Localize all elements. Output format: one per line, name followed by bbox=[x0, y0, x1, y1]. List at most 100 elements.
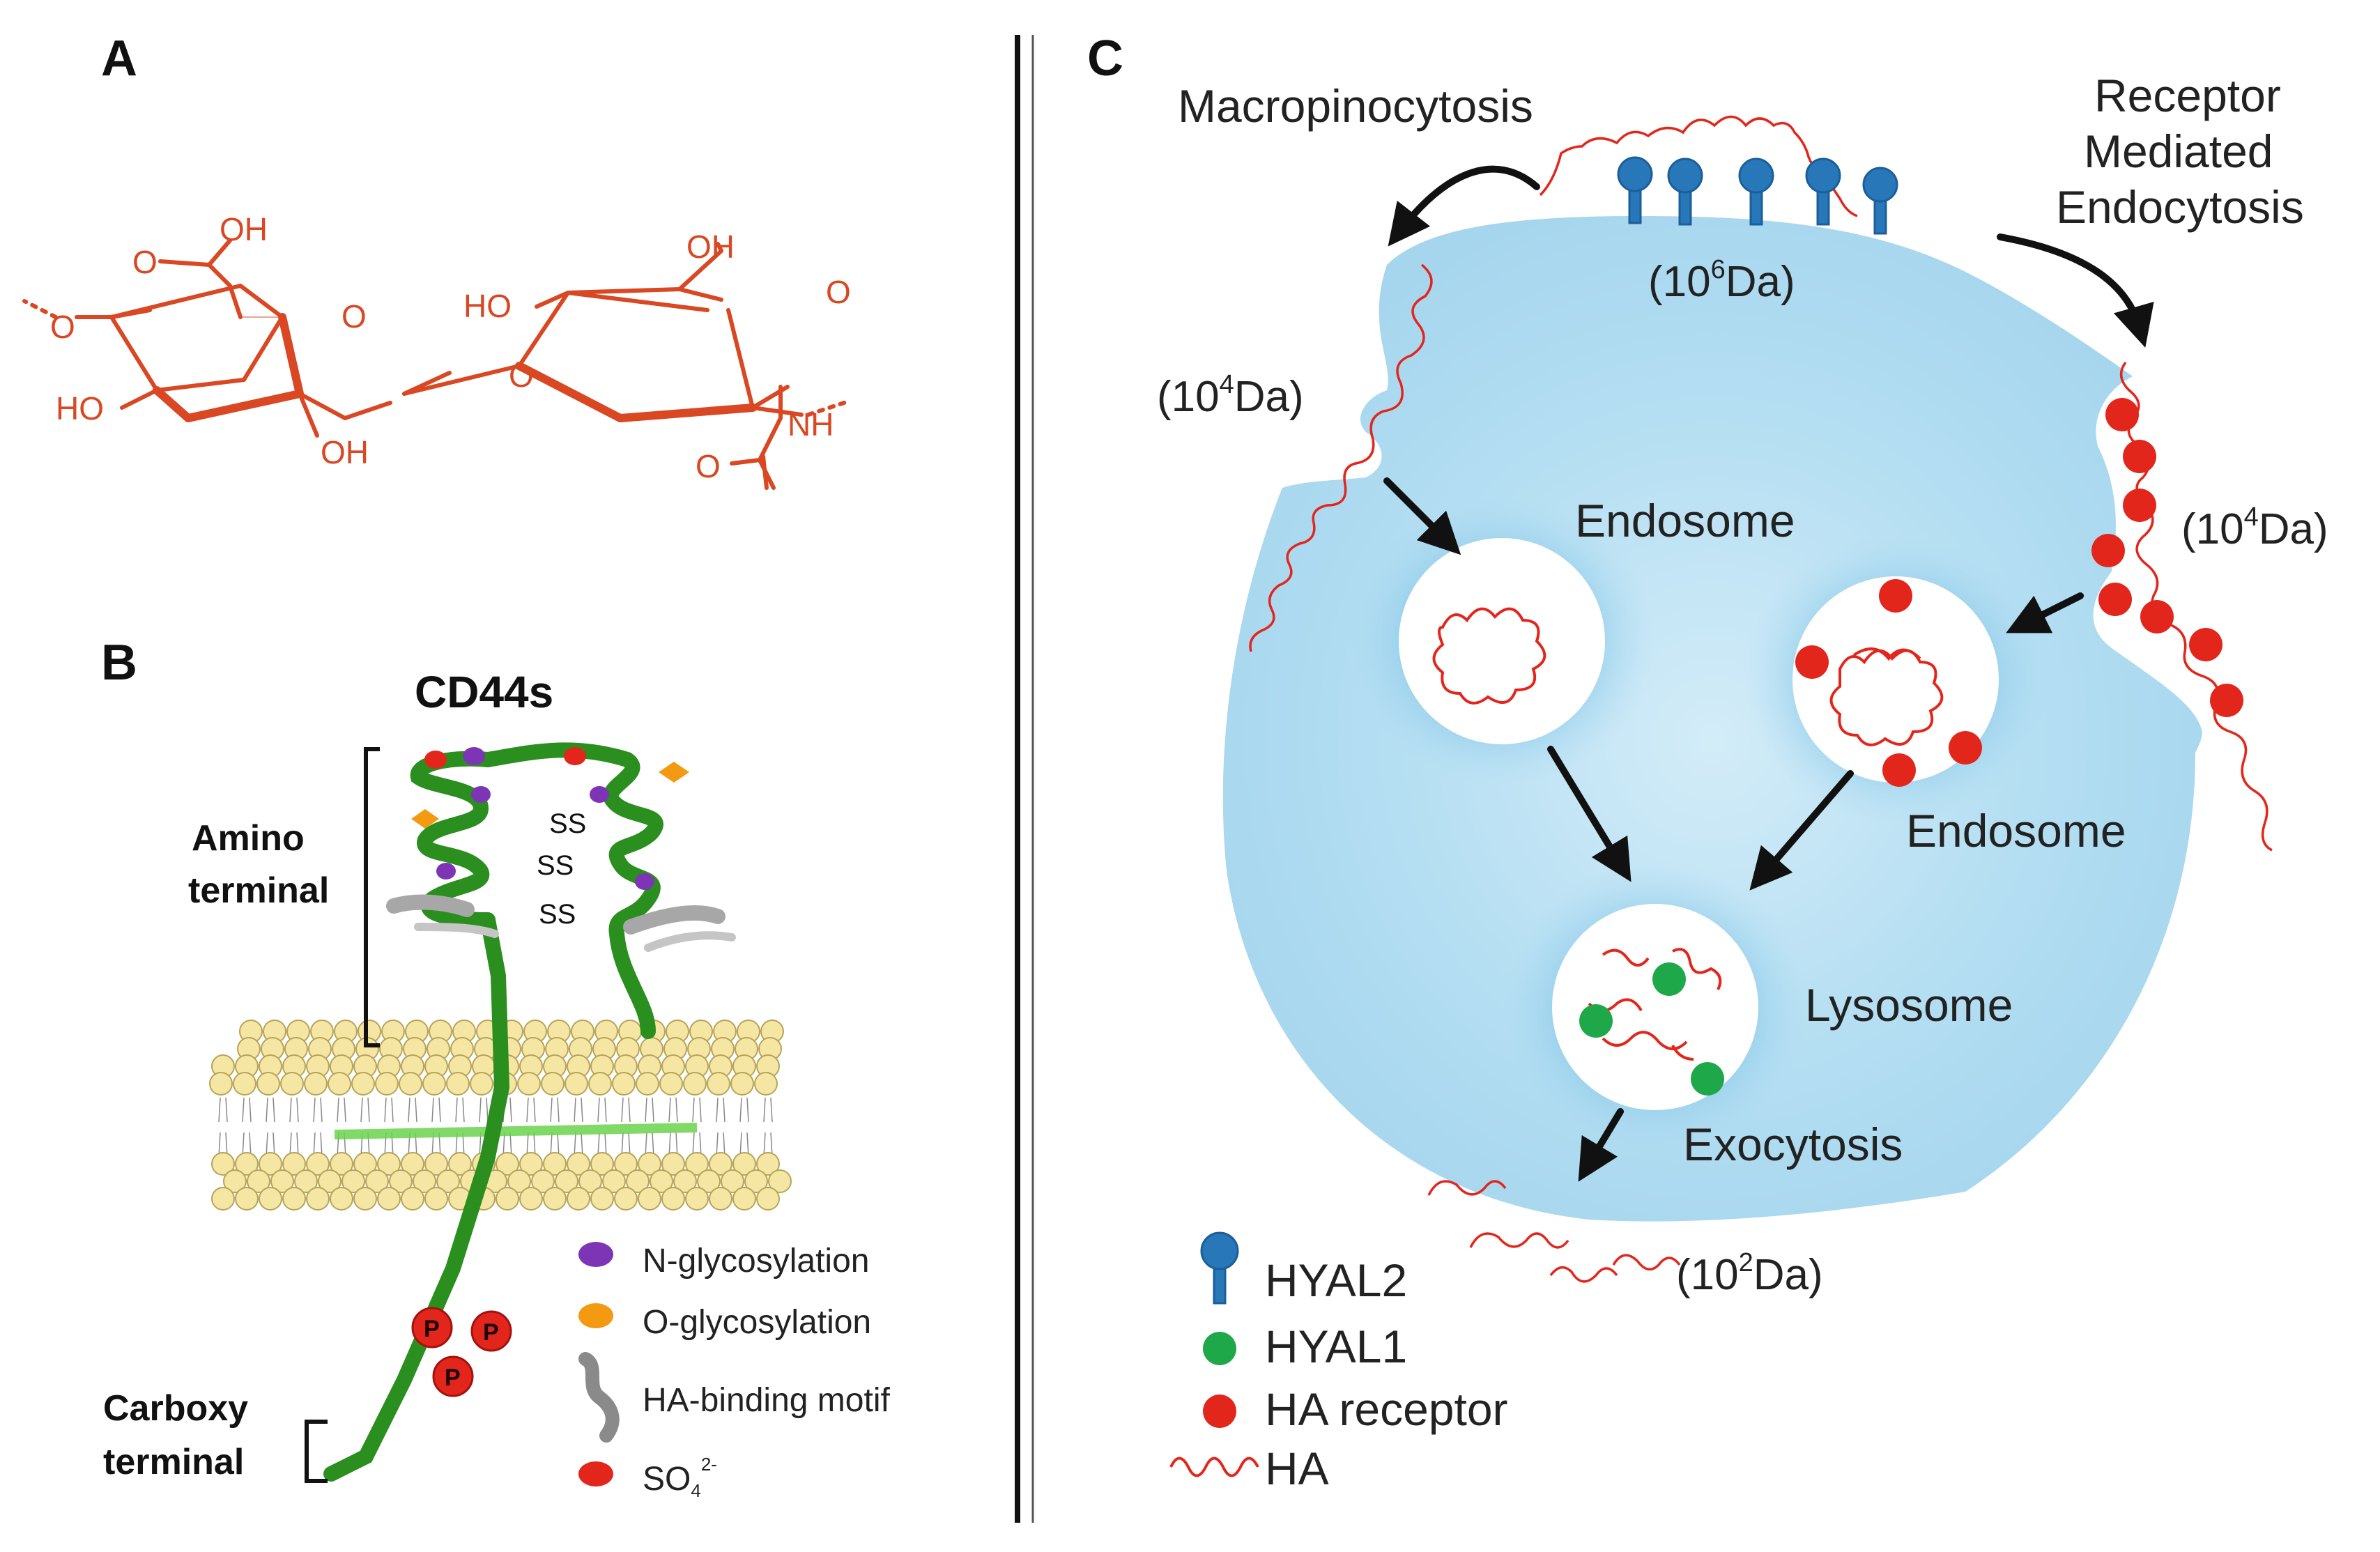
lipid-head bbox=[685, 1187, 709, 1211]
lipid-head bbox=[756, 1152, 780, 1176]
lipid-tail bbox=[526, 1097, 536, 1123]
lipid-head bbox=[211, 1152, 235, 1176]
arrow-macropinocytosis bbox=[1388, 165, 1540, 247]
size-left-pre: (10 bbox=[1157, 373, 1220, 421]
lipid-head bbox=[730, 1072, 754, 1096]
lipid-head bbox=[756, 1187, 780, 1211]
lipid-head bbox=[259, 1152, 282, 1176]
legend-hyal1: HYAL1 bbox=[1265, 1321, 1407, 1372]
lipid-tail bbox=[360, 1097, 370, 1123]
size-right-post: Da) bbox=[2259, 505, 2328, 553]
size-left-post: Da) bbox=[1234, 373, 1304, 421]
lipid-tail bbox=[218, 1097, 228, 1123]
arrow-left-to-lysosome bbox=[1547, 746, 1632, 882]
carboxy-bracket bbox=[305, 1420, 328, 1483]
legend-o-glycosylation: O-glycosylation bbox=[643, 1304, 871, 1341]
pathway-arrows bbox=[1383, 165, 2154, 1182]
lipid-head bbox=[424, 1187, 448, 1211]
legend-n-glycosylation: N-glycosylation bbox=[643, 1243, 869, 1280]
lipid-head bbox=[543, 1187, 567, 1211]
phospho-label: P bbox=[424, 1316, 440, 1342]
pin-icon bbox=[1200, 1231, 1239, 1305]
lipid-tail bbox=[692, 1097, 702, 1123]
lipid-head bbox=[519, 1187, 543, 1211]
endocytosis-word: Endocytosis bbox=[2056, 181, 2304, 233]
terminal-word: terminal bbox=[188, 870, 329, 911]
phosphorylation-sites: P P P bbox=[411, 1307, 512, 1397]
lipid-tail bbox=[597, 1097, 607, 1123]
lipid-head bbox=[424, 1152, 448, 1176]
lipid-head bbox=[661, 1187, 685, 1211]
lipid-head bbox=[496, 1152, 519, 1176]
atom-oh-bottom: OH bbox=[321, 434, 369, 470]
lipid-head bbox=[541, 1072, 565, 1096]
lipid-tail bbox=[763, 1097, 773, 1123]
lipid-tail bbox=[621, 1097, 631, 1123]
sulfate-sub: 4 bbox=[691, 1480, 700, 1501]
lipid-head bbox=[401, 1187, 424, 1211]
lipid-tail bbox=[716, 1097, 725, 1123]
cd44s-title: CD44s bbox=[415, 667, 553, 717]
ha-receptors-in-endosome bbox=[1795, 579, 1982, 787]
lipid-bilayer bbox=[209, 1020, 792, 1211]
lipid-tail bbox=[289, 1097, 299, 1123]
lipid-head bbox=[270, 1169, 294, 1193]
disulfide-bonds: SS SS SS bbox=[537, 808, 586, 930]
lipid-head bbox=[211, 1187, 235, 1211]
carboxy-terminal-label: Carboxy terminal bbox=[103, 1388, 259, 1482]
lipid-head bbox=[351, 1072, 375, 1096]
lipid-head bbox=[732, 1152, 756, 1176]
phospho-site bbox=[470, 1310, 512, 1352]
phospho-site bbox=[411, 1307, 453, 1349]
lipid-head bbox=[732, 1187, 756, 1211]
lipid-head bbox=[365, 1169, 389, 1193]
size-bottom-sup: 2 bbox=[1739, 1248, 1753, 1277]
n-glycosylation-site bbox=[635, 873, 654, 890]
lipid-head bbox=[685, 1152, 709, 1176]
panel-letter-c: C bbox=[1087, 31, 1123, 86]
lipid-head bbox=[401, 1152, 424, 1176]
arrow-exocytosis bbox=[1578, 1108, 1624, 1182]
n-glycosylation-site bbox=[471, 786, 491, 803]
ha-receptor bbox=[2105, 398, 2139, 431]
lipid-head bbox=[235, 1152, 259, 1176]
phospho-label: P bbox=[445, 1365, 461, 1391]
lipid-tail bbox=[739, 1097, 749, 1123]
size-bottom-pre: (10 bbox=[1676, 1251, 1739, 1299]
panel-letter-b: B bbox=[101, 635, 137, 691]
endosome-right-label: Endosome bbox=[1906, 805, 2126, 856]
lipid-head bbox=[531, 1169, 555, 1193]
carboxy-word: Carboxy bbox=[103, 1388, 248, 1429]
lipid-head bbox=[247, 1169, 270, 1193]
lipid-head bbox=[233, 1072, 256, 1096]
lipid-head bbox=[638, 1152, 661, 1176]
lipid-head bbox=[636, 1072, 659, 1096]
exocytosis-label: Exocytosis bbox=[1683, 1119, 1903, 1170]
atom-o-ring1: O bbox=[341, 298, 367, 335]
lipid-head bbox=[507, 1169, 531, 1193]
size-top-sup: 6 bbox=[1711, 255, 1726, 284]
ha-in-vesicles bbox=[1432, 607, 1944, 1061]
lipid-head bbox=[306, 1152, 330, 1176]
lipid-head bbox=[768, 1169, 792, 1193]
hyal2-pins bbox=[1617, 156, 1898, 235]
lipid-head bbox=[328, 1072, 351, 1096]
o-glycosylation-site bbox=[411, 809, 439, 829]
lipid-head bbox=[448, 1152, 472, 1176]
cd44-protein bbox=[323, 742, 663, 1482]
lipid-tail bbox=[574, 1097, 583, 1123]
n-glycosylation-site bbox=[424, 751, 447, 769]
endosome-left bbox=[1399, 538, 1605, 744]
hyaluronan-structure bbox=[22, 238, 852, 490]
lipid-head bbox=[754, 1072, 778, 1096]
lipid-head bbox=[567, 1187, 590, 1211]
lipid-tail bbox=[242, 1097, 252, 1123]
membrane-ha-receptors bbox=[2091, 398, 2243, 717]
ss-3: SS bbox=[539, 899, 576, 930]
size-top-post: Da) bbox=[1726, 258, 1795, 306]
ha-binding-motifs bbox=[386, 894, 736, 952]
legend-ha: HA bbox=[1265, 1443, 1329, 1494]
lipid-head bbox=[590, 1187, 614, 1211]
